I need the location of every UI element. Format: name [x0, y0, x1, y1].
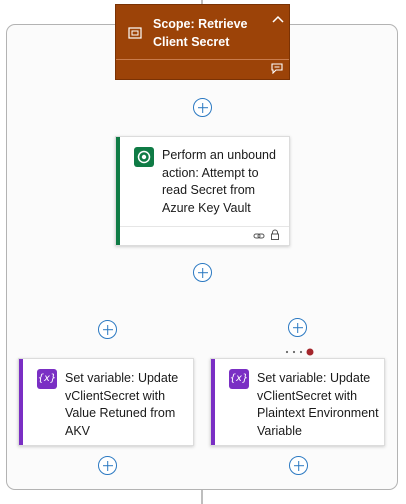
scope-header[interactable]: Scope: Retrieve Client Secret — [115, 4, 290, 80]
variable-icon: {x} — [37, 369, 57, 389]
scope-title: Scope: Retrieve Client Secret — [153, 17, 248, 49]
chevron-up-icon[interactable] — [272, 15, 284, 25]
card-accent-bar — [211, 359, 215, 445]
action-card-label: Set variable: Update vClientSecret with … — [257, 371, 379, 438]
lock-icon — [271, 229, 279, 240]
card-accent-bar — [116, 137, 120, 245]
add-action-button[interactable] — [193, 98, 212, 117]
comment-icon[interactable] — [271, 63, 283, 74]
add-action-button[interactable] — [193, 263, 212, 282]
add-action-button[interactable] — [98, 456, 117, 475]
dataverse-icon — [134, 147, 154, 167]
action-card-label: Perform an unbound action: Attempt to re… — [162, 148, 276, 215]
add-action-button[interactable] — [289, 456, 308, 475]
action-card-unbound-action[interactable]: Perform an unbound action: Attempt to re… — [115, 136, 290, 246]
variable-icon: {x} — [229, 369, 249, 389]
run-after-indicator[interactable] — [284, 347, 316, 357]
card-footer-divider — [120, 226, 289, 227]
scope-icon — [128, 27, 142, 39]
link-icon — [253, 233, 265, 239]
action-card-label: Set variable: Update vClientSecret with … — [65, 371, 179, 438]
card-accent-bar — [19, 359, 23, 445]
add-action-button[interactable] — [98, 320, 117, 339]
add-parallel-branch-button[interactable] — [288, 318, 307, 337]
action-card-set-variable-akv[interactable]: {x} Set variable: Update vClientSecret w… — [18, 358, 194, 446]
scope-header-divider — [116, 59, 289, 60]
action-card-set-variable-env[interactable]: {x} Set variable: Update vClientSecret w… — [210, 358, 385, 446]
